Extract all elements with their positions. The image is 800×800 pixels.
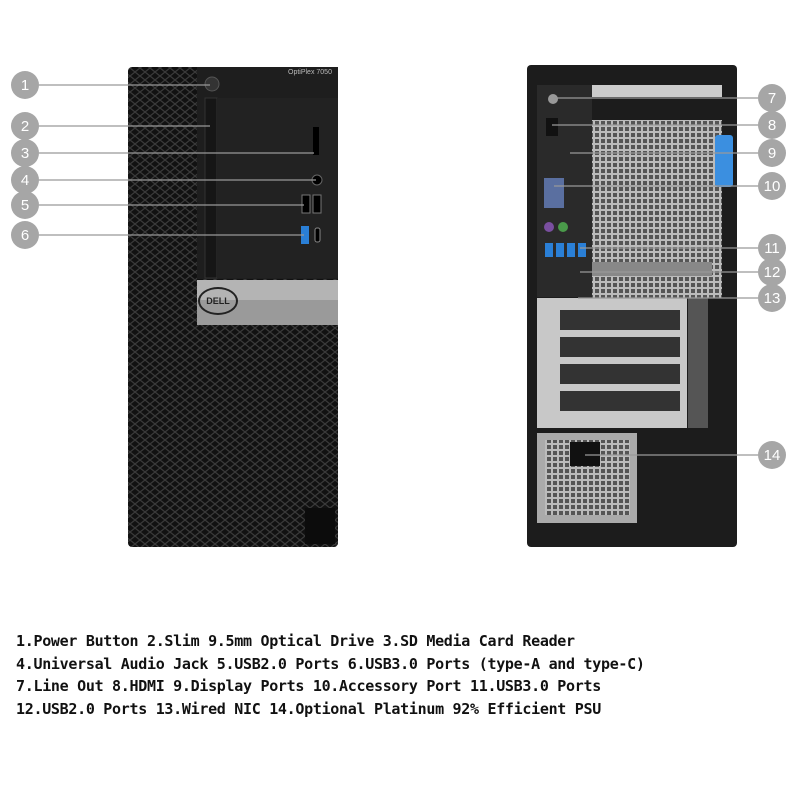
usb-c-port <box>314 227 321 243</box>
back-view <box>527 65 737 547</box>
callout-14: 14 <box>758 441 786 469</box>
sd-card-reader <box>313 127 319 155</box>
usb3-port <box>301 226 309 244</box>
callout-5: 5 <box>11 191 39 219</box>
callout-12: 12 <box>758 258 786 286</box>
callout-10: 10 <box>758 172 786 200</box>
callout-1: 1 <box>11 71 39 99</box>
leader-lines <box>39 84 758 456</box>
callout-9: 9 <box>758 139 786 167</box>
callout-8: 8 <box>758 111 786 139</box>
callout-11: 11 <box>758 234 786 262</box>
legend-line: 4.Universal Audio Jack 5.USB2.0 Ports 6.… <box>16 654 645 673</box>
legend: 1.Power Button 2.Slim 9.5mm Optical Driv… <box>16 630 645 720</box>
legend-line: 7.Line Out 8.HDMI 9.Display Ports 10.Acc… <box>16 677 601 695</box>
callout-4: 4 <box>11 166 39 194</box>
callout-6: 6 <box>11 221 39 249</box>
legend-line: 12.USB2.0 Ports 13.Wired NIC 14.Optional… <box>16 699 601 718</box>
model-label: OptiPlex 7050 <box>288 69 332 76</box>
callout-13: 13 <box>758 284 786 312</box>
callout-3: 3 <box>11 139 39 167</box>
legend-line: 1.Power Button 2.Slim 9.5mm Optical Driv… <box>16 632 575 650</box>
dell-logo: DELL <box>198 287 238 315</box>
callout-7: 7 <box>758 84 786 112</box>
power-button <box>204 76 220 92</box>
callout-2: 2 <box>11 112 39 140</box>
